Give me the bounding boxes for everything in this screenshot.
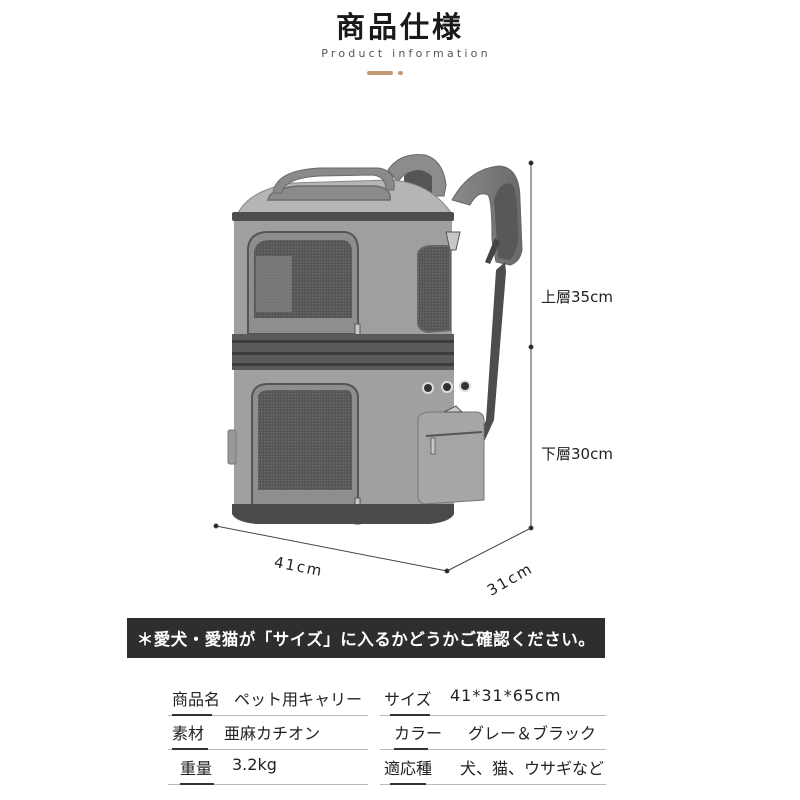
- row-divider: [168, 715, 368, 716]
- air-holes: [422, 380, 471, 394]
- label-underline: [172, 748, 208, 750]
- spec-label: 商品名: [172, 690, 221, 709]
- dimension-lines: [213, 160, 534, 574]
- product-image: [213, 154, 534, 574]
- notice-banner-text: ＊愛犬・愛猫が「サイズ」に入るかどうかご確認ください。: [136, 630, 596, 649]
- spec-label: 素材: [172, 724, 205, 743]
- dimension-upper-layer: 上層35cm: [541, 288, 613, 306]
- row-divider: [380, 784, 606, 785]
- row-divider: [380, 715, 606, 716]
- row-divider: [168, 784, 368, 785]
- spec-row-size: サイズ 41*31*65cm: [380, 686, 606, 716]
- accent-dot: [398, 71, 403, 75]
- spec-value: 3.2kg: [232, 755, 277, 774]
- accent-bar: [367, 71, 393, 75]
- spec-value: ペット用キャリー: [234, 690, 363, 709]
- spec-value: 犬、猫、ウサギなど: [460, 759, 605, 778]
- label-underline: [390, 714, 430, 716]
- spec-row-material: 素材 亜麻カチオン: [168, 720, 368, 750]
- row-divider: [168, 749, 368, 750]
- spec-row-weight: 重量 3.2kg: [168, 755, 368, 785]
- label-underline: [390, 783, 426, 785]
- spec-label: カラー: [394, 724, 443, 743]
- label-underline: [172, 714, 212, 716]
- page-title: 商品仕様: [335, 10, 464, 44]
- spec-row-suitable-species: 適応種 犬、猫、ウサギなど: [380, 755, 606, 785]
- notice-banner: ＊愛犬・愛猫が「サイズ」に入るかどうかご確認ください。: [127, 618, 605, 658]
- spec-value: 41*31*65cm: [450, 686, 562, 705]
- spec-label: 重量: [180, 759, 213, 778]
- label-underline: [394, 748, 428, 750]
- spec-value: グレー＆ブラック: [468, 724, 597, 743]
- page-subtitle: Product information: [321, 47, 491, 60]
- spec-value: 亜麻カチオン: [224, 724, 321, 743]
- shoulder-strap-right: [451, 165, 523, 442]
- spec-row-product-name: 商品名 ペット用キャリー: [168, 686, 368, 716]
- label-underline: [180, 783, 214, 785]
- spec-label: 適応種: [384, 759, 433, 778]
- spec-row-color: カラー グレー＆ブラック: [380, 720, 606, 750]
- row-divider: [380, 749, 606, 750]
- dimension-lower-layer: 下層30cm: [541, 445, 613, 463]
- spec-label: サイズ: [384, 690, 432, 709]
